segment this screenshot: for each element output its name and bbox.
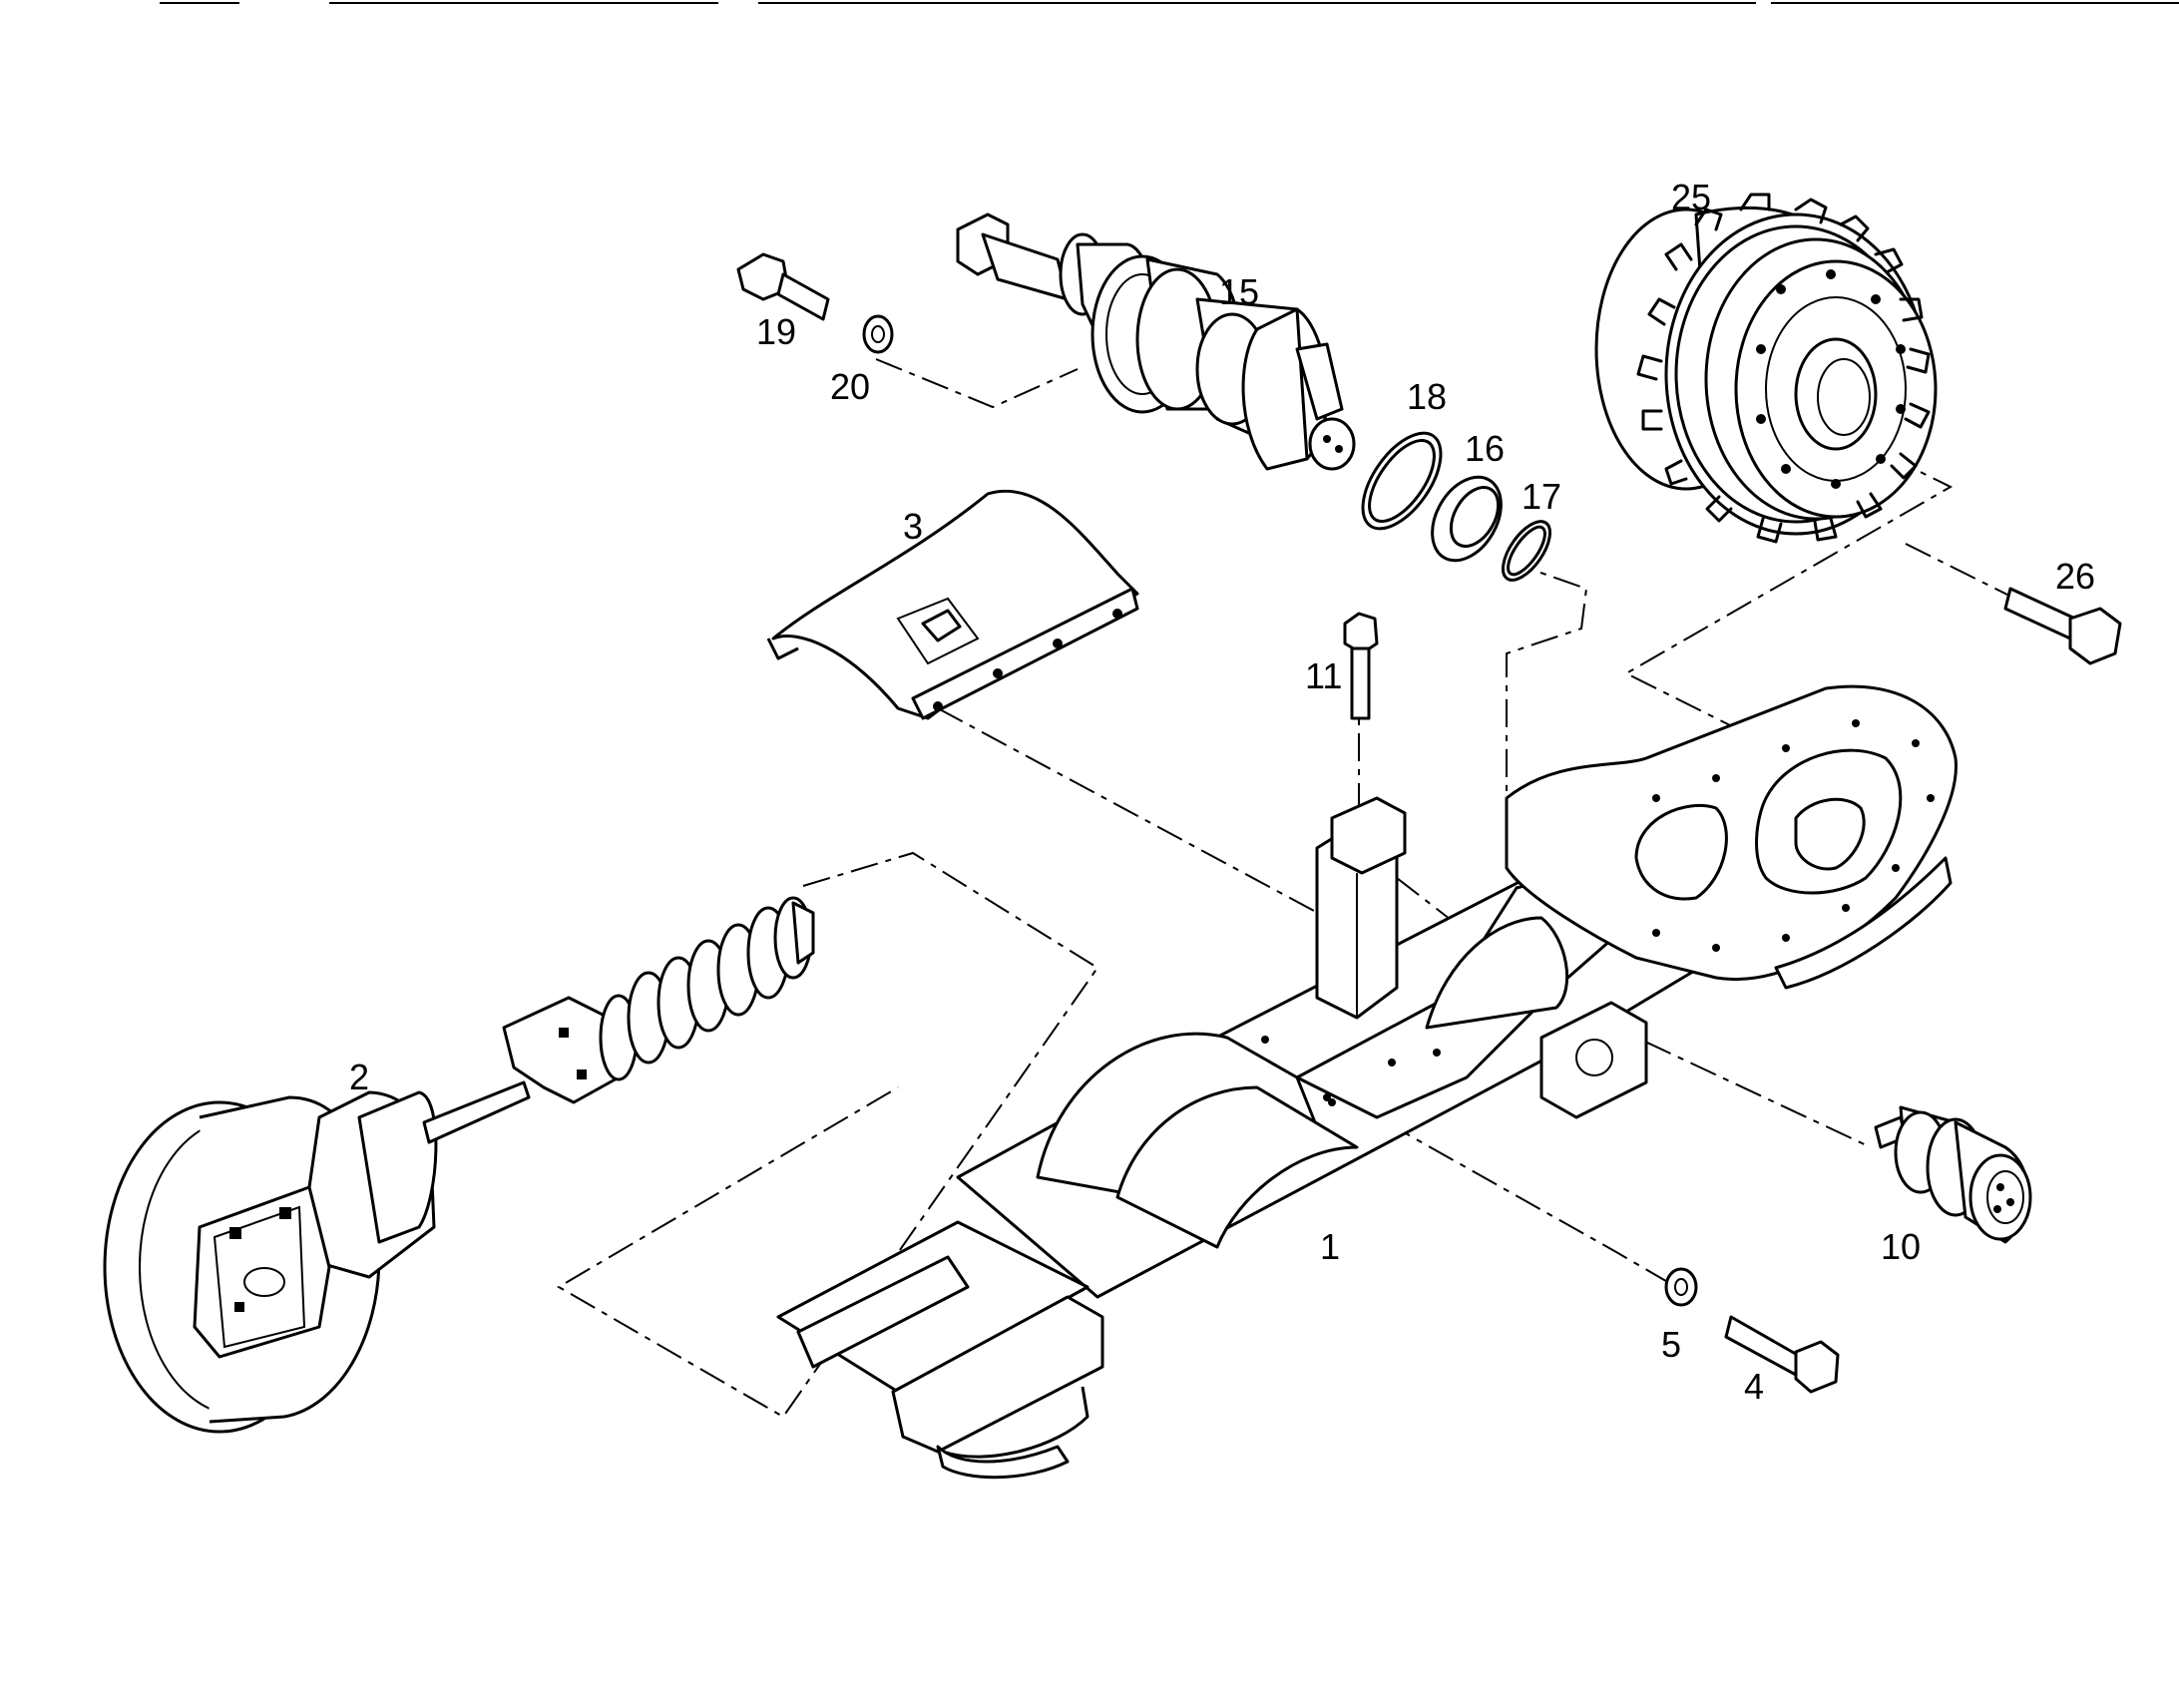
seal-rings: [1361, 431, 1551, 582]
cover-plate: [766, 489, 1139, 720]
bolt-11: [1343, 612, 1379, 720]
callout-2: 2: [349, 1057, 369, 1097]
callout-25: 25: [1671, 177, 1711, 217]
callout-labels: 1 2 3 4 5 10 11 15 16 17 18 19 20 25 26: [349, 177, 2095, 1407]
track-roller: [1874, 1105, 2032, 1244]
callout-4: 4: [1744, 1366, 1764, 1407]
callout-5: 5: [1661, 1324, 1681, 1365]
callout-10: 10: [1881, 1226, 1921, 1267]
bolt-19: [736, 252, 894, 354]
callout-18: 18: [1407, 376, 1447, 417]
callout-1: 1: [1320, 1226, 1340, 1267]
callout-26: 26: [2055, 556, 2095, 597]
callout-11: 11: [1305, 655, 1342, 696]
drive-shaft: [956, 213, 1356, 471]
sprocket: [1594, 193, 1938, 544]
track-frame: [776, 684, 1958, 1480]
idler-wheel-assembly: [103, 896, 815, 1434]
callout-20: 20: [830, 366, 870, 407]
callout-16: 16: [1465, 428, 1505, 469]
callout-19: 19: [756, 311, 796, 352]
callout-15: 15: [1219, 271, 1259, 312]
bolt-26: [2003, 587, 2122, 665]
callout-3: 3: [903, 506, 923, 547]
callout-17: 17: [1522, 476, 1561, 517]
bolt-4: [1664, 1267, 1840, 1394]
